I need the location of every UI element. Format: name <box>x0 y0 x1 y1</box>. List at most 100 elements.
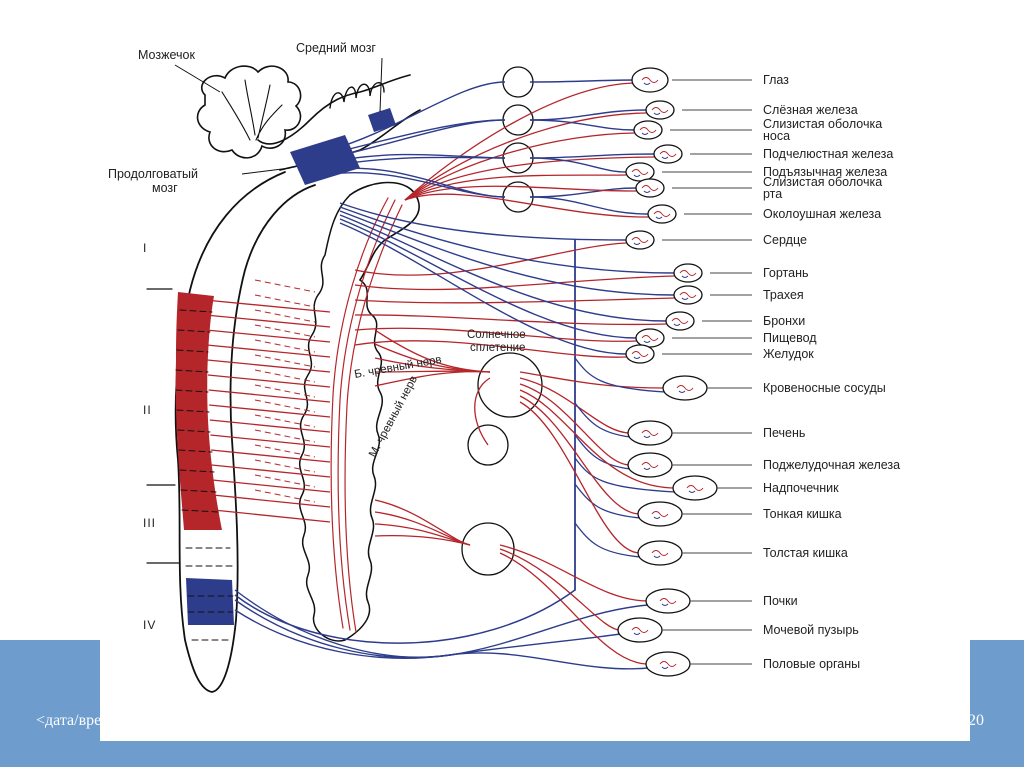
organ-icon-5 <box>635 178 665 198</box>
pelvic-splanchnic-nerve <box>234 589 576 644</box>
gray-ramus-dashed <box>254 384 316 398</box>
sympathetic-preganglionic-fiber <box>206 344 331 358</box>
vagus-branch <box>574 483 641 519</box>
solar-plexus-ganglion <box>477 352 543 418</box>
parasympathetic-preganglionic-fiber <box>329 81 506 151</box>
vagus-branch <box>339 202 627 241</box>
organ-icon-8 <box>673 263 703 283</box>
organ-icon-13 <box>662 375 708 401</box>
midbrain-parasympathetic-nuclei <box>368 108 396 132</box>
organ-icon-17 <box>637 501 683 527</box>
medulla-parasympathetic-nuclei <box>290 135 360 185</box>
lumbar-splanchnic-fiber <box>374 534 471 546</box>
organ-icon-18 <box>637 540 683 566</box>
organ-icon-20 <box>617 617 663 643</box>
gray-ramus-dashed <box>254 279 316 293</box>
label-greater-splanchnic-nerve: Б. чревный нерв <box>353 354 442 381</box>
organ-label-10: Бронхи <box>763 314 805 328</box>
organ-label-text: Трахея <box>763 288 804 302</box>
organ-icon-1 <box>645 100 675 120</box>
sympathetic-postganglionic-fiber <box>519 395 641 515</box>
label-midbrain: Средний мозг <box>296 41 376 55</box>
organ-icon-15 <box>627 452 673 478</box>
parasympathetic-preganglionic-fiber <box>329 156 506 167</box>
lumbar-splanchnic-fiber <box>374 511 471 546</box>
organ-label-text: Надпочечник <box>763 481 839 495</box>
organ-label-text-line2: рта <box>763 187 782 201</box>
gray-ramus-dashed <box>254 414 316 428</box>
sympathetic-preganglionic-fiber <box>205 314 331 328</box>
organ-label-text: Слизистая оболочка <box>763 117 882 131</box>
label-medulla-line1: Продолговатый <box>108 167 198 181</box>
sympathetic-fiber <box>404 132 635 201</box>
parasympathetic-preganglionic-fiber <box>329 119 506 159</box>
parasympathetic-postganglionic-fiber <box>529 196 649 215</box>
organ-label-text: Гортань <box>763 266 809 280</box>
organ-label-19: Почки <box>763 594 798 608</box>
gray-ramus-dashed <box>254 399 316 413</box>
organ-label-9: Трахея <box>763 288 804 302</box>
organ-label-text-line2: носа <box>763 129 790 143</box>
organ-label-13: Кровеносные сосуды <box>763 381 886 395</box>
sympathetic-postganglionic-fiber <box>499 544 649 602</box>
organ-label-text: Глаз <box>763 73 789 87</box>
parasympathetic-postganglionic-fiber <box>529 109 647 121</box>
organ-icon-9 <box>673 285 703 305</box>
spinal-region-I: I <box>143 241 147 255</box>
sympathetic-preganglionic-fiber <box>208 389 331 403</box>
diagram-panel <box>100 20 970 741</box>
vagus-branch <box>339 222 627 355</box>
sympathetic-fiber <box>404 185 637 201</box>
organ-label-text: Тонкая кишка <box>763 507 842 521</box>
organ-label-text: Пищевод <box>763 331 817 345</box>
spinal-region-IV: IV <box>143 618 156 632</box>
vagus-branch <box>339 210 675 296</box>
sympathetic-preganglionic-fiber <box>213 509 331 523</box>
sympathetic-postganglionic-fiber <box>519 377 631 434</box>
pelvic-parasympathetic-fiber <box>234 589 649 658</box>
organ-label-21: Половые органы <box>763 657 860 671</box>
label-medulla-line2: мозг <box>152 181 178 195</box>
sympathetic-preganglionic-fiber <box>210 449 331 463</box>
organ-label-4: Подъязычная железа <box>763 165 887 179</box>
gray-ramus-dashed <box>254 444 316 458</box>
gray-ramus-dashed <box>254 474 316 488</box>
sympathetic-postganglionic-fiber <box>499 552 649 665</box>
sympathetic-trunk <box>349 181 420 281</box>
sympathetic-preganglionic-fiber <box>212 479 331 493</box>
sympathetic-fiber <box>354 314 667 326</box>
sympathetic-preganglionic-fiber <box>204 299 331 313</box>
organ-icon-4 <box>625 162 655 182</box>
parasympathetic-preganglionic-fiber <box>329 119 506 155</box>
organ-label-6: Околоушная железа <box>763 207 881 221</box>
vagus-branch <box>574 434 631 470</box>
spinal-region-II: II <box>143 403 152 417</box>
sympathetic-fiber <box>404 156 655 201</box>
lumbar-splanchnic-fiber <box>374 499 471 546</box>
sympathetic-fiber <box>354 297 675 304</box>
sympathetic-fiber <box>404 174 627 201</box>
organ-label-text: Околоушная железа <box>763 207 881 221</box>
superior-mesenteric-ganglion <box>467 424 509 466</box>
gray-ramus-dashed <box>254 324 316 338</box>
parasympathetic-postganglionic-fiber <box>529 119 635 131</box>
organ-label-1: Слёзная железа <box>763 103 858 117</box>
organ-label-text: Толстая кишка <box>763 546 848 560</box>
organ-label-text: Половые органы <box>763 657 860 671</box>
gray-ramus-dashed <box>254 459 316 473</box>
organ-label-0: Глаз <box>763 73 789 87</box>
organ-icon-10 <box>665 311 695 331</box>
sympathetic-fiber <box>354 275 675 291</box>
sacral-parasympathetic-segment <box>186 578 234 625</box>
slide-number: 20 <box>968 712 984 729</box>
organ-label-text: Кровеносные сосуды <box>763 381 886 395</box>
sympathetic-fiber <box>404 193 649 218</box>
vagus-branch <box>574 402 631 438</box>
label-solar-plexus-line2: сплетение <box>470 342 525 354</box>
organ-label-text: Подъязычная железа <box>763 165 887 179</box>
vagus-branch <box>339 218 637 339</box>
organ-label-7: Сердце <box>763 233 807 247</box>
sympathetic-postganglionic-fiber <box>519 383 631 466</box>
organ-label-text: Желудок <box>763 347 814 361</box>
